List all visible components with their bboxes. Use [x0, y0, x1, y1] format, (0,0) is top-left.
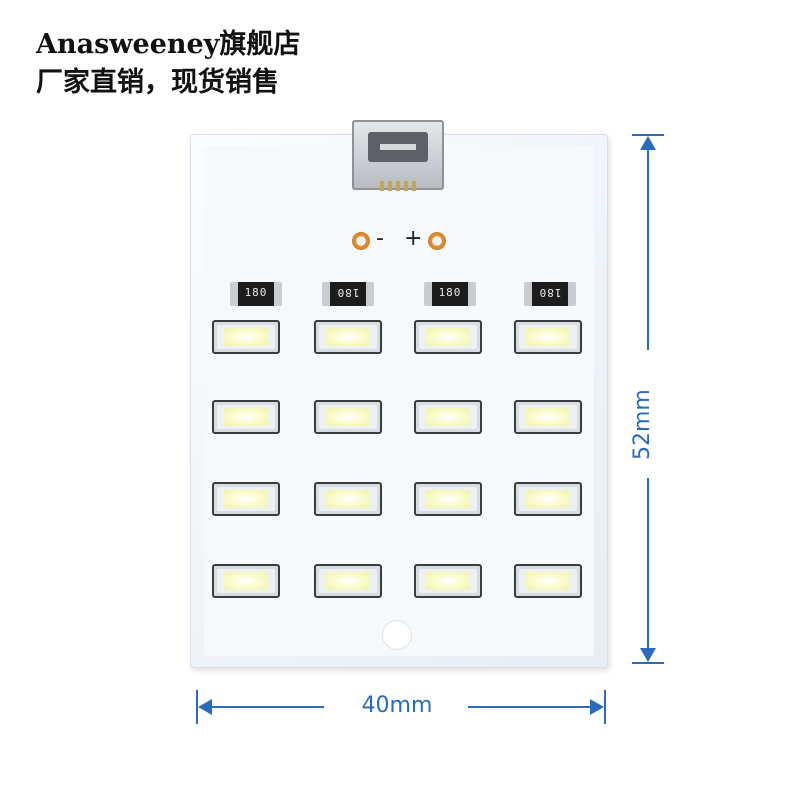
width-dimension-left-tick — [196, 690, 198, 724]
smd-led-10 — [314, 482, 382, 516]
usb-tongue — [380, 144, 416, 150]
width-dimension-line-left — [206, 706, 324, 708]
smd-led-7 — [414, 400, 482, 434]
height-dimension-top-tick — [632, 134, 664, 136]
resistor-4-code: 180 — [538, 286, 562, 299]
resistor-3-code: 180 — [438, 286, 462, 299]
width-dimension-label: 40mm — [361, 693, 433, 718]
resistor-2-code: 180 — [336, 286, 360, 299]
smd-led-11 — [414, 482, 482, 516]
smd-led-16 — [514, 564, 582, 598]
width-dimension-line-right — [468, 706, 592, 708]
smd-led-6 — [314, 400, 382, 434]
height-dimension-label: 52mm — [630, 389, 655, 461]
height-dimension-bottom-tick — [632, 662, 664, 664]
resistor-1: 180 — [230, 282, 282, 306]
width-arrow-left-icon — [198, 699, 212, 715]
resistor-3: 180 — [424, 282, 476, 306]
smd-led-5 — [212, 400, 280, 434]
smd-led-1 — [212, 320, 280, 354]
usb-port-opening — [368, 132, 428, 162]
smd-led-4 — [514, 320, 582, 354]
smd-led-2 — [314, 320, 382, 354]
shop-name: Anasweeney旗舰店 — [36, 29, 301, 60]
shop-header: Anasweeney旗舰店 厂家直销，现货销售 — [36, 26, 300, 102]
smd-led-14 — [314, 564, 382, 598]
resistor-2: 180 — [322, 282, 374, 306]
indicator-led-positive — [428, 232, 446, 250]
polarity-minus-label: - — [376, 226, 384, 251]
height-arrow-up-icon — [640, 136, 656, 150]
indicator-led-negative — [352, 232, 370, 250]
width-arrow-right-icon — [590, 699, 604, 715]
height-dimension-line-top — [647, 144, 649, 350]
shop-slogan: 厂家直销，现货销售 — [36, 67, 279, 98]
resistor-1-code: 180 — [244, 286, 268, 299]
width-dimension-right-tick — [604, 690, 606, 724]
micro-usb-connector — [352, 120, 444, 191]
smd-led-3 — [414, 320, 482, 354]
smd-led-15 — [414, 564, 482, 598]
smd-led-13 — [212, 564, 280, 598]
smd-led-12 — [514, 482, 582, 516]
usb-pins — [380, 176, 420, 191]
resistor-4: 180 — [524, 282, 576, 306]
polarity-plus-label: + — [404, 226, 423, 251]
mounting-hole — [382, 620, 412, 650]
smd-led-8 — [514, 400, 582, 434]
height-arrow-down-icon — [640, 648, 656, 662]
smd-led-9 — [212, 482, 280, 516]
height-dimension-line-bottom — [647, 478, 649, 654]
